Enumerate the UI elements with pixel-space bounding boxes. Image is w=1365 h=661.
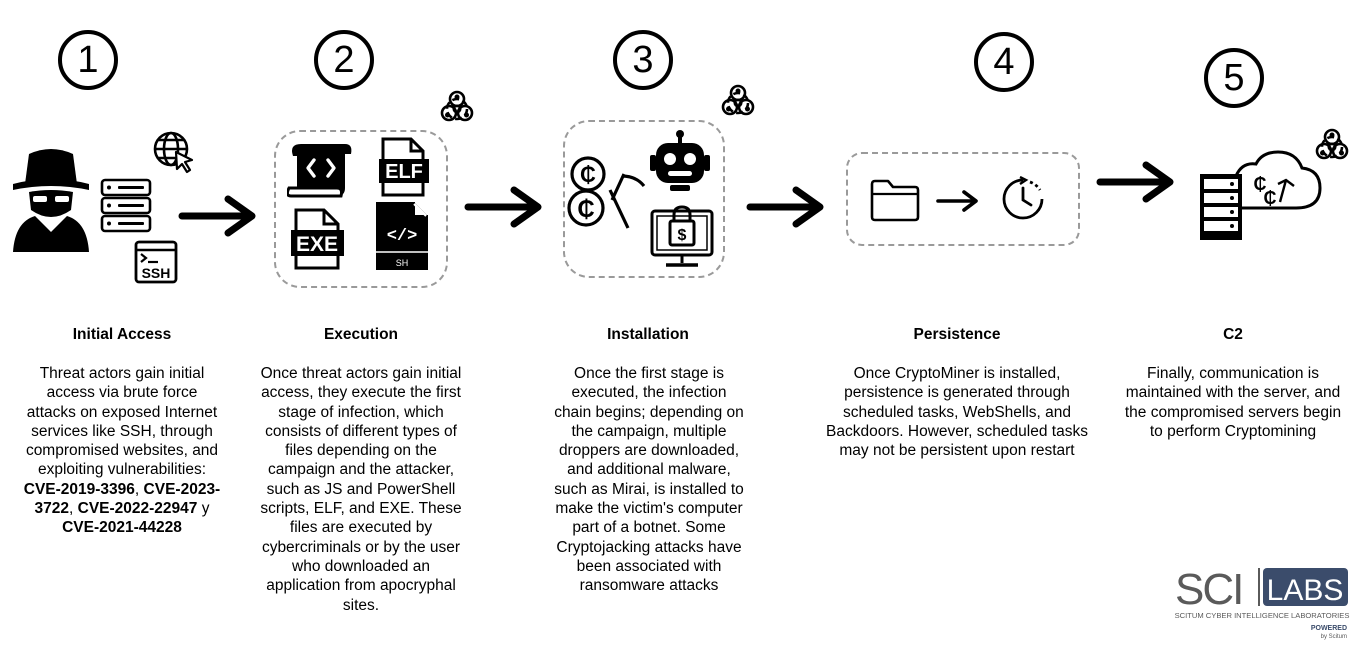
stage-3-number: 3 xyxy=(613,30,673,90)
description-text: , xyxy=(69,500,78,518)
sh-label: SH xyxy=(396,258,409,268)
server-rack-icon xyxy=(100,178,152,233)
locked-monitor-icon: $ xyxy=(650,203,714,269)
stage-3-description: Once the first stage is executed, the in… xyxy=(552,364,746,596)
arrow-1-2 xyxy=(178,194,264,238)
arrow-right-icon xyxy=(936,188,980,214)
cve-reference: CVE-2022-22947 xyxy=(77,500,198,518)
arrow-3-4 xyxy=(746,185,832,229)
robot-icon xyxy=(648,129,712,193)
svg-text:₵: ₵ xyxy=(580,162,596,187)
cve-reference: CVE-2023-3722 xyxy=(34,480,221,518)
execution-files-box xyxy=(274,130,448,288)
hacker-icon xyxy=(5,140,97,252)
sh-code-label: </> xyxy=(387,227,418,246)
description-text: Once the first stage is executed, the in… xyxy=(554,365,744,595)
logo-labs-text: LABS xyxy=(1267,574,1344,607)
stage-5-number: 5 xyxy=(1204,48,1264,108)
svg-text:₵: ₵ xyxy=(1264,188,1277,208)
svg-text:$: $ xyxy=(678,227,687,244)
sh-file-icon: </> SH xyxy=(374,200,430,272)
description-text: Finally, communication is maintained wit… xyxy=(1124,365,1342,440)
stage-1-number: 1 xyxy=(58,30,118,90)
folder-icon xyxy=(870,178,920,222)
stage-1-description: Threat actors gain initial access via br… xyxy=(22,364,222,538)
persistence-box xyxy=(846,152,1080,246)
description-text: , xyxy=(134,480,144,498)
clock-restart-icon xyxy=(1000,176,1046,222)
server-cloud-icon: ₵ ₵ xyxy=(1198,146,1324,242)
logo-tagline: SCITUM CYBER INTELLIGENCE LABORATORIES xyxy=(1175,611,1349,620)
exe-file-icon: EXE xyxy=(288,208,346,270)
description-text: y xyxy=(197,500,210,518)
crypto-coins-pickaxe-icon: ₵ ₵ xyxy=(566,152,648,232)
biohazard-icon xyxy=(437,88,477,128)
ssh-terminal-icon: SSH xyxy=(134,240,178,284)
installation-box xyxy=(563,120,725,278)
stage-4-description: Once CryptoMiner is installed, persisten… xyxy=(812,364,1102,460)
stage-2-number: 2 xyxy=(314,30,374,90)
exe-label: EXE xyxy=(296,233,338,256)
logo-powered: POWERED xyxy=(1311,625,1347,632)
stage-3-title: Installation xyxy=(607,326,689,343)
globe-cursor-icon xyxy=(152,130,196,174)
arrow-4-5 xyxy=(1096,160,1182,204)
svg-text:₵: ₵ xyxy=(577,196,594,223)
stage-5-title: C2 xyxy=(1223,326,1243,343)
logo-by: by Scitum xyxy=(1321,634,1347,640)
biohazard-icon xyxy=(718,82,758,122)
stage-4-number: 4 xyxy=(974,32,1034,92)
cve-reference: CVE-2021-44228 xyxy=(62,519,182,537)
stage-2-description: Once threat actors gain initial access, … xyxy=(258,364,464,615)
script-scroll-icon xyxy=(287,138,355,200)
ssh-label: SSH xyxy=(142,265,171,281)
description-text: Once CryptoMiner is installed, persisten… xyxy=(826,365,1088,460)
logo-sci-text: SCI xyxy=(1175,565,1242,614)
stage-5-description: Finally, communication is maintained wit… xyxy=(1118,364,1348,441)
elf-file-icon: ELF xyxy=(377,137,429,197)
stage-1-title: Initial Access xyxy=(72,326,172,343)
description-text: Once threat actors gain initial access, … xyxy=(260,365,462,614)
elf-label: ELF xyxy=(385,161,423,183)
sci-labs-logo: SCI LABS SCITUM CYBER INTELLIGENCE LABOR… xyxy=(1175,562,1350,642)
arrow-2-3 xyxy=(464,185,550,229)
svg-text:₵: ₵ xyxy=(1254,174,1267,194)
stage-2-title: Execution xyxy=(323,326,399,343)
stage-4-title: Persistence xyxy=(913,326,1001,343)
cve-reference: CVE-2019-3396 xyxy=(23,480,135,498)
description-text: Threat actors gain initial access via br… xyxy=(25,365,219,479)
